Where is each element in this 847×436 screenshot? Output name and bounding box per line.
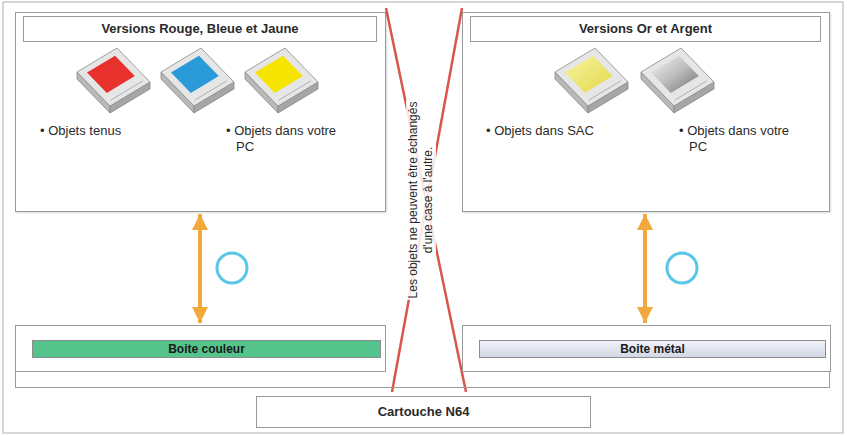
storage-box: Boite métal [462, 325, 831, 372]
ok-circle [667, 253, 697, 283]
cartridge-body [555, 48, 628, 113]
cross-line [392, 8, 462, 392]
game-cartridge [641, 48, 714, 113]
cartridge-label [87, 56, 135, 93]
bullet-item: • Objets dans SAC [486, 123, 646, 139]
cartridge-label [651, 56, 699, 93]
cartridge-body [641, 48, 714, 113]
color-bar: Boite couleur [32, 340, 381, 358]
box-label: Boite couleur [33, 341, 380, 357]
cartridge-frame: Cartouche N64Boite couleurBoite métal [15, 325, 830, 388]
panel-heading: Versions Rouge, Bleue et Jaune [23, 16, 377, 42]
version-panel: Versions Rouge, Bleue et Jaune • Objets t… [15, 12, 386, 212]
game-cartridge [245, 48, 318, 113]
cartridge-body [161, 48, 234, 113]
bullet-item: • Objets dans votre PC [226, 123, 344, 155]
cross-line [386, 8, 466, 392]
bullet-item: • Objets dans votre PC [679, 123, 797, 155]
game-cartridge [161, 48, 234, 113]
bullet-item: • Objets tenus [40, 123, 200, 139]
cartridge-label [255, 56, 303, 93]
ok-circle [217, 253, 247, 283]
cartridge-label [565, 56, 613, 93]
version-panel: Versions Or et Argent • Objets dans SAC • … [462, 12, 830, 212]
color-bar: Boite métal [479, 340, 826, 358]
panel-heading: Versions Or et Argent [470, 16, 821, 42]
storage-box: Boite couleur [15, 325, 386, 372]
double-arrow [198, 214, 202, 323]
game-cartridge [555, 48, 628, 113]
note-text: Les objets ne peuvent être échangés d'un… [406, 100, 436, 300]
double-arrow [643, 214, 647, 323]
figure-border [3, 2, 843, 433]
cartridge-body [77, 48, 150, 113]
cartridge-body [245, 48, 318, 113]
cartridge-label [171, 56, 219, 93]
frame-heading: Cartouche N64 [256, 396, 591, 428]
box-label: Boite métal [480, 341, 825, 357]
game-cartridge [77, 48, 150, 113]
